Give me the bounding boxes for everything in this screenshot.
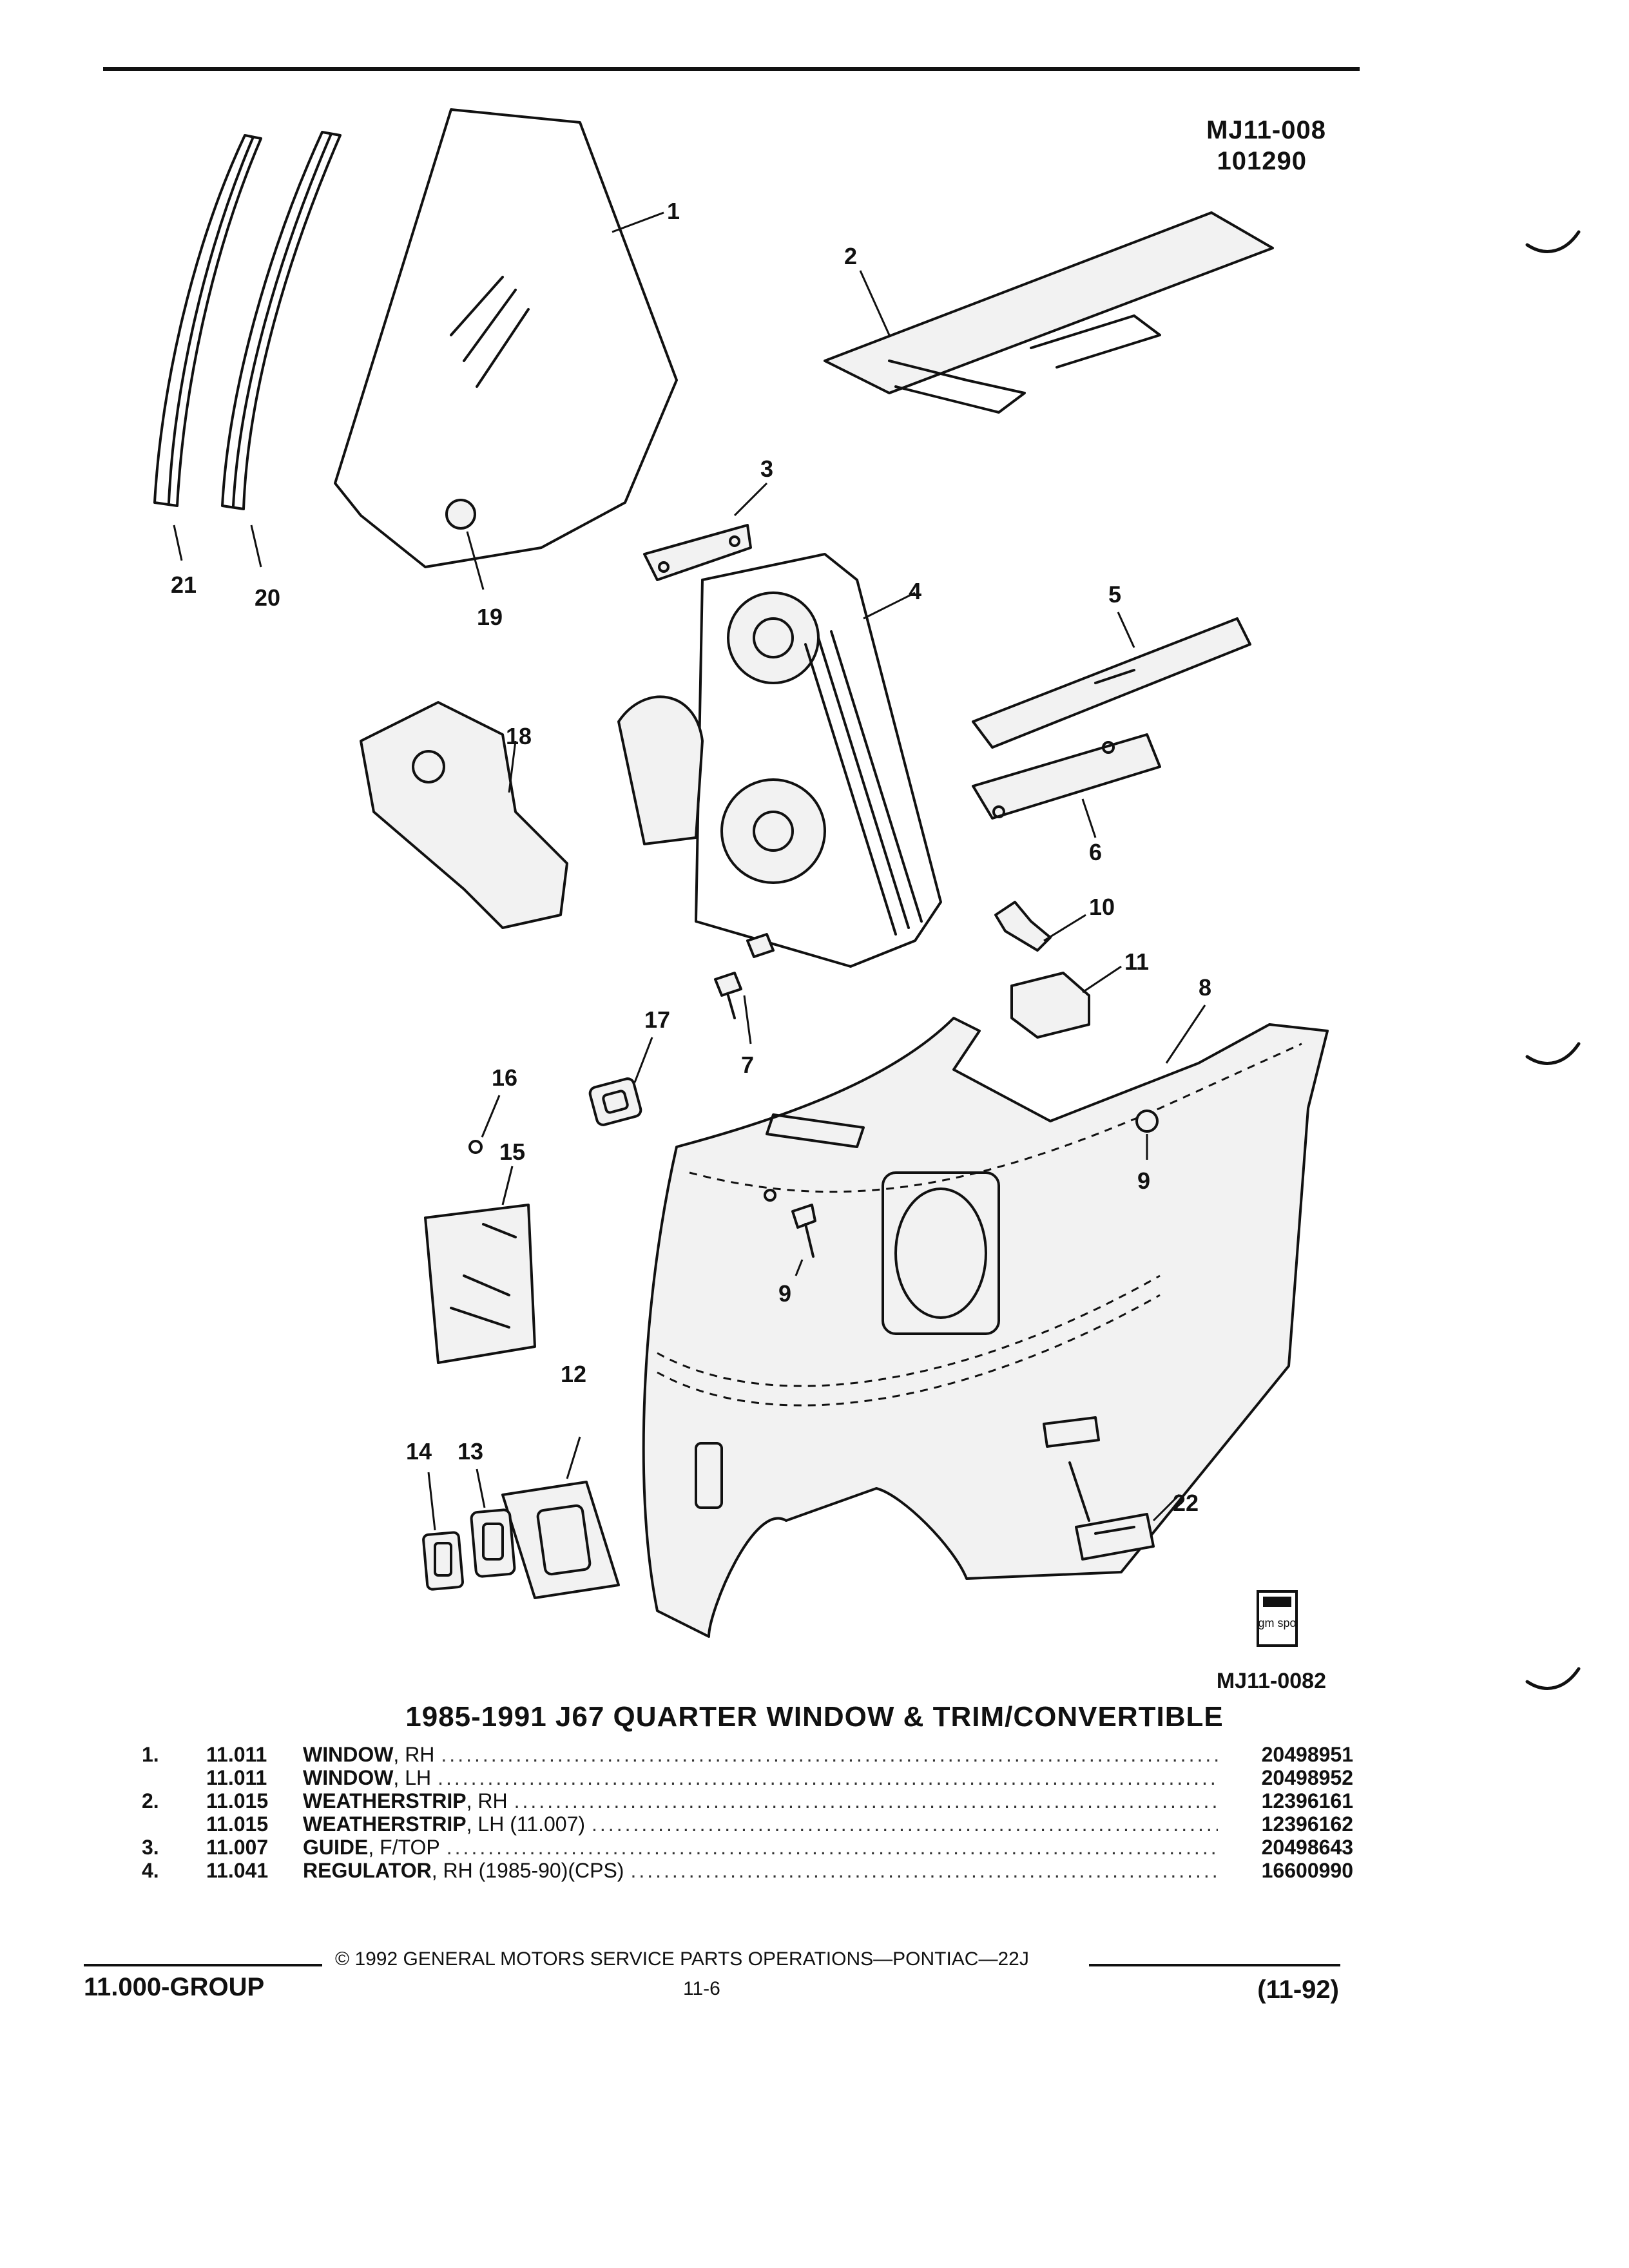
exploded-parts-diagram: 1 2 3 4 5 6 7 8 9 9 10 11 12 13 14 15 16… bbox=[153, 108, 1581, 1690]
parts-row: 3. 11.007 GUIDE, F/TOP 20498643 bbox=[142, 1836, 1353, 1859]
part-description: REGULATOR, RH (1985-90)(CPS) bbox=[303, 1859, 624, 1882]
reference-code: MJ11-008 bbox=[1206, 116, 1326, 144]
part-number: 16600990 bbox=[1261, 1859, 1353, 1882]
logo-text: gm spo bbox=[1258, 1617, 1296, 1629]
part-number: 20498952 bbox=[1261, 1766, 1353, 1789]
weatherstrip-rail bbox=[824, 211, 1274, 414]
bracket-5 bbox=[972, 617, 1251, 749]
parts-row: 1. 11.011 WINDOW, RH 20498951 bbox=[142, 1743, 1353, 1766]
callout-20: 20 bbox=[255, 584, 280, 611]
callout-15: 15 bbox=[499, 1139, 525, 1165]
bracket-6 bbox=[972, 733, 1161, 820]
fastener-9c bbox=[764, 1189, 776, 1202]
callout-14: 14 bbox=[406, 1438, 432, 1465]
part-description: WINDOW, RH bbox=[303, 1743, 435, 1766]
leader-dots bbox=[514, 1789, 1218, 1813]
panel-15 bbox=[424, 1204, 536, 1364]
leader-dots bbox=[447, 1836, 1218, 1860]
callout-17: 17 bbox=[644, 1006, 670, 1033]
part-description: WINDOW, LH bbox=[303, 1766, 432, 1789]
leader-dots bbox=[630, 1859, 1218, 1883]
reference-date: 101290 bbox=[1217, 147, 1307, 175]
screw-9b bbox=[791, 1204, 816, 1258]
callout-5: 5 bbox=[1108, 581, 1121, 608]
callout-3: 3 bbox=[760, 456, 773, 482]
parts-row: 11.011 WINDOW, LH 20498952 bbox=[142, 1766, 1353, 1789]
revision-date: (11-92) bbox=[1257, 1975, 1339, 2004]
parts-list: 1. 11.011 WINDOW, RH 20498951 11.011 WIN… bbox=[142, 1743, 1353, 1882]
callout-9b: 9 bbox=[778, 1280, 791, 1307]
group-label: 11.000-GROUP bbox=[84, 1973, 265, 2001]
callout-1: 1 bbox=[667, 198, 680, 224]
callout-21: 21 bbox=[171, 572, 197, 598]
callout-19: 19 bbox=[477, 604, 503, 630]
handle-22 bbox=[1068, 1461, 1155, 1561]
callout-4: 4 bbox=[909, 578, 921, 604]
block-11 bbox=[1010, 972, 1090, 1039]
window-motor bbox=[360, 701, 568, 929]
part-description: WEATHERSTRIP, RH bbox=[303, 1789, 508, 1812]
leader-dots bbox=[438, 1766, 1218, 1790]
regulator bbox=[617, 553, 942, 968]
callout-13: 13 bbox=[458, 1438, 483, 1465]
group-number: 11.007 bbox=[206, 1836, 269, 1859]
parts-row: 2. 11.015 WEATHERSTRIP, RH 12396161 bbox=[142, 1789, 1353, 1812]
weatherstrip-21 bbox=[153, 134, 262, 507]
part-number: 20498951 bbox=[1261, 1743, 1353, 1766]
group-number: 11.011 bbox=[206, 1766, 267, 1789]
callout-10: 10 bbox=[1089, 894, 1115, 920]
item-number: 2. bbox=[142, 1789, 159, 1812]
callout-11: 11 bbox=[1124, 948, 1149, 975]
header-rule bbox=[103, 67, 1360, 71]
item-number: 3. bbox=[142, 1836, 159, 1859]
leader-dots bbox=[441, 1743, 1218, 1767]
switch-14 bbox=[422, 1531, 464, 1591]
callout-22: 22 bbox=[1173, 1490, 1199, 1516]
bolt-7 bbox=[714, 933, 775, 1019]
clip-10 bbox=[994, 901, 1052, 952]
page-number: 11-6 bbox=[683, 1978, 720, 1999]
item-number: 4. bbox=[142, 1859, 159, 1882]
part-description: WEATHERSTRIP, LH (11.007) bbox=[303, 1812, 586, 1836]
group-number: 11.041 bbox=[206, 1859, 269, 1882]
switch-13 bbox=[470, 1508, 516, 1578]
group-number: 11.011 bbox=[206, 1743, 267, 1766]
callout-8: 8 bbox=[1199, 974, 1211, 1001]
callout-7: 7 bbox=[741, 1052, 754, 1078]
part-number: 20498643 bbox=[1261, 1836, 1353, 1859]
bezel-12 bbox=[501, 1481, 620, 1599]
part-description: GUIDE, F/TOP bbox=[303, 1836, 440, 1859]
callout-6: 6 bbox=[1089, 839, 1102, 865]
callout-9a: 9 bbox=[1137, 1168, 1150, 1194]
part-number: 12396161 bbox=[1261, 1789, 1353, 1812]
gm-spo-logo: gm spo bbox=[1257, 1590, 1298, 1647]
weatherstrip-20 bbox=[221, 131, 342, 510]
leader-dots bbox=[592, 1812, 1218, 1836]
group-number: 11.015 bbox=[206, 1812, 269, 1836]
callout-2: 2 bbox=[844, 243, 857, 269]
page-title: 1985-1991 J67 QUARTER WINDOW & TRIM/CONV… bbox=[405, 1701, 1224, 1733]
group-number: 11.015 bbox=[206, 1789, 269, 1812]
part-number: 12396162 bbox=[1261, 1812, 1353, 1836]
callout-12: 12 bbox=[561, 1361, 586, 1387]
callout-18: 18 bbox=[506, 723, 532, 749]
window-glass bbox=[334, 108, 678, 568]
parts-row: 11.015 WEATHERSTRIP, LH (11.007) 1239616… bbox=[142, 1812, 1353, 1836]
copyright-notice: © 1992 GENERAL MOTORS SERVICE PARTS OPER… bbox=[335, 1948, 1029, 1970]
diagram-code: MJ11-0082 bbox=[1216, 1669, 1326, 1693]
fastener-9a bbox=[1135, 1110, 1159, 1133]
grommet-17 bbox=[588, 1077, 642, 1126]
item-number: 1. bbox=[142, 1743, 159, 1766]
guide bbox=[643, 524, 752, 581]
parts-row: 4. 11.041 REGULATOR, RH (1985-90)(CPS) 1… bbox=[142, 1859, 1353, 1882]
footer-rule-left bbox=[84, 1964, 322, 1966]
footer-rule-right bbox=[1089, 1964, 1340, 1966]
callout-16: 16 bbox=[492, 1064, 517, 1091]
quarter-trim-panel bbox=[642, 1017, 1329, 1638]
washer-16 bbox=[468, 1140, 483, 1154]
